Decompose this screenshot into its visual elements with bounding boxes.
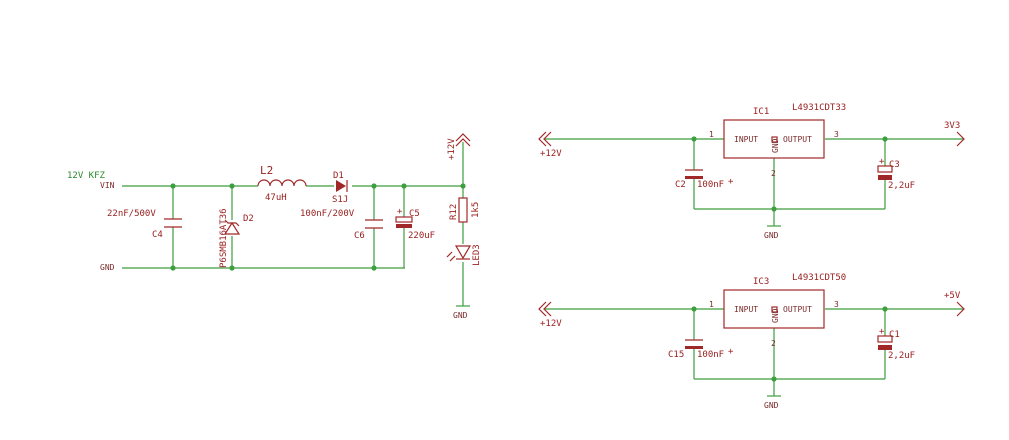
junction xyxy=(170,265,176,271)
r12-name: R12 xyxy=(449,204,459,220)
ic3-in-net-label: +12V xyxy=(540,319,562,329)
diode-d2[interactable] xyxy=(223,219,241,235)
l2-value: 47uH xyxy=(265,193,287,203)
ic3-gnd-pin: GND xyxy=(771,308,780,323)
c1-plus: + xyxy=(879,327,885,337)
ic1-pin-1: 1 xyxy=(709,130,714,139)
capacitor-c1[interactable] xyxy=(877,335,893,350)
resistor-r12[interactable] xyxy=(458,197,468,223)
junction xyxy=(401,183,407,189)
input-arrow-left-icon xyxy=(538,131,552,147)
c2-value: 100nF xyxy=(697,180,724,190)
r12-value: 1k5 xyxy=(471,202,481,218)
ic3-name: IC3 xyxy=(753,277,769,287)
c1-value: 2,2uF xyxy=(888,351,915,361)
junction xyxy=(229,265,235,271)
inductor-l2[interactable] xyxy=(257,179,307,187)
ic3-input-pin: INPUT xyxy=(734,305,758,314)
capacitor-c6[interactable] xyxy=(365,219,383,229)
ic1-input-pin: INPUT xyxy=(734,135,758,144)
junction xyxy=(170,183,176,189)
ic1-pin-3: 3 xyxy=(834,130,839,139)
ic1-body[interactable] xyxy=(723,119,825,159)
c4-value: 22nF/500V xyxy=(107,209,156,219)
ic1-in-net-label: +12V xyxy=(540,149,562,159)
d1-value: S1J xyxy=(332,195,348,205)
supply-arrow-up-icon xyxy=(455,133,471,147)
c3-name: C3 xyxy=(889,160,900,170)
ic3-pin-1: 1 xyxy=(709,300,714,309)
led3-name: LED3 xyxy=(472,244,482,266)
regulator-ic3-section: IC3 L4931CDT50 INPUT OUTPUT GND 1 3 2 +1… xyxy=(538,273,965,410)
ic1-value: L4931CDT33 xyxy=(792,103,846,113)
capacitor-c4[interactable] xyxy=(164,218,182,228)
d2-value: P6SMB16AT36 xyxy=(219,208,229,268)
c3-value: 2,2uF xyxy=(888,181,915,191)
ic3-pin-2: 2 xyxy=(771,339,776,348)
c5-name: C5 xyxy=(409,209,420,219)
c2-name: C2 xyxy=(675,180,686,190)
input-filter-section: 12V KFZ VIN GND 22nF/500V C4 D2 P6SMB16A… xyxy=(67,133,482,320)
capacitor-c5[interactable] xyxy=(395,216,413,228)
c3-plus: + xyxy=(879,157,885,167)
output-arrow-right-icon xyxy=(956,301,965,317)
output-arrow-right-icon xyxy=(956,131,965,147)
regulator-ic1-section: IC1 L4931CDT33 INPUT OUTPUT GND 1 3 2 +1… xyxy=(538,103,965,240)
d1-name: D1 xyxy=(333,171,344,181)
ic3-out-net-label: +5V xyxy=(944,291,961,301)
ic3-output-pin: OUTPUT xyxy=(783,305,812,314)
ic1-output-pin: OUTPUT xyxy=(783,135,812,144)
gnd-label-bottom-left: GND xyxy=(453,311,468,320)
net-label-12v-top: +12V xyxy=(447,138,457,160)
ic3-value: L4931CDT50 xyxy=(792,273,846,283)
capacitor-c15[interactable] xyxy=(685,339,703,349)
c15-name: C15 xyxy=(668,350,684,360)
ic3-pin-3: 3 xyxy=(834,300,839,309)
c2-plus: + xyxy=(728,177,734,187)
diode-d1[interactable] xyxy=(336,180,348,192)
ic1-gnd-pin: GND xyxy=(771,138,780,153)
ic1-pin-2: 2 xyxy=(771,169,776,178)
junction xyxy=(229,183,235,189)
ic1-gnd-label: GND xyxy=(764,231,779,240)
capacitor-c3[interactable] xyxy=(877,165,893,180)
d2-name: D2 xyxy=(243,214,254,224)
c6-name: C6 xyxy=(354,231,365,241)
c15-value: 100nF xyxy=(697,350,724,360)
junction xyxy=(371,183,377,189)
junction xyxy=(460,183,466,189)
capacitor-c2[interactable] xyxy=(685,169,703,179)
l2-name: L2 xyxy=(260,164,273,177)
net-label-gnd-left: GND xyxy=(100,263,115,272)
net-label-vin: VIN xyxy=(100,181,115,190)
led-led3[interactable] xyxy=(446,245,472,262)
ic1-name: IC1 xyxy=(753,107,769,117)
input-arrow-left-icon xyxy=(538,301,552,317)
junction xyxy=(371,265,377,271)
net-label-12v-kfz: 12V KFZ xyxy=(67,171,106,181)
c6-value: 100nF/200V xyxy=(300,209,355,219)
c15-plus: + xyxy=(728,347,734,357)
c5-plus: + xyxy=(397,207,403,217)
ic1-out-net-label: 3V3 xyxy=(944,121,960,131)
c1-name: C1 xyxy=(889,330,900,340)
ic3-body[interactable] xyxy=(723,289,825,329)
c4-name: C4 xyxy=(152,230,163,240)
c5-value: 220uF xyxy=(408,231,435,241)
ic3-gnd-label: GND xyxy=(764,401,779,410)
